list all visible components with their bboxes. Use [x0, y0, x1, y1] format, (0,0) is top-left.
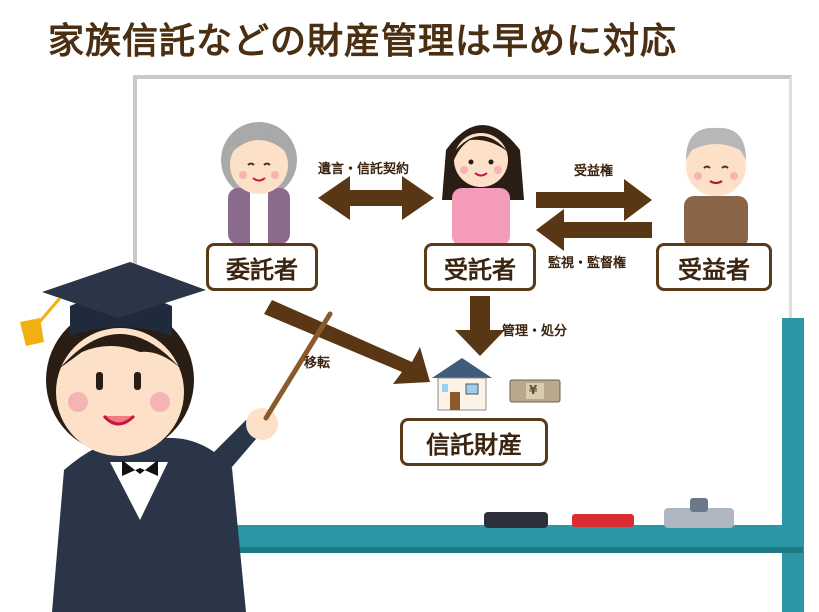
red-eraser-icon: [572, 514, 634, 527]
banknote-icon: [509, 379, 561, 403]
trust-property-box: 信託財産: [400, 418, 548, 466]
label-supervision: 監視・監督権: [548, 256, 627, 271]
label-management: 管理・処分: [502, 324, 568, 339]
black-eraser-icon: [484, 512, 548, 528]
page-title: 家族信託などの財産管理は早めに対応: [48, 21, 678, 62]
board-rail: [133, 525, 803, 547]
label-transfer: 移転: [304, 356, 331, 371]
label-will-contract: 遺言・信託契約: [318, 162, 410, 177]
arrow-transfer: [264, 300, 430, 384]
board-rail-shadow: [133, 547, 803, 553]
arrow-beneficial-right: [536, 179, 652, 221]
eraser-handle-icon: [690, 498, 708, 512]
house-icon: [432, 358, 492, 411]
gray-eraser-icon: [664, 508, 734, 528]
teacher-character-icon: [20, 262, 333, 612]
arrow-management: [455, 296, 505, 356]
yen-symbol: ¥: [529, 383, 538, 397]
beneficiary-person-icon: [684, 127, 748, 248]
label-beneficial-right: 受益権: [574, 164, 614, 179]
arrow-supervision: [536, 209, 652, 251]
settlor-box: 委託者: [206, 243, 318, 291]
settlor-person-icon: [221, 122, 297, 244]
trustee-box: 受託者: [424, 243, 536, 291]
double-arrow-will-contract: [318, 176, 434, 220]
trustee-person-icon: [442, 125, 524, 246]
beneficiary-box: 受益者: [656, 243, 772, 291]
